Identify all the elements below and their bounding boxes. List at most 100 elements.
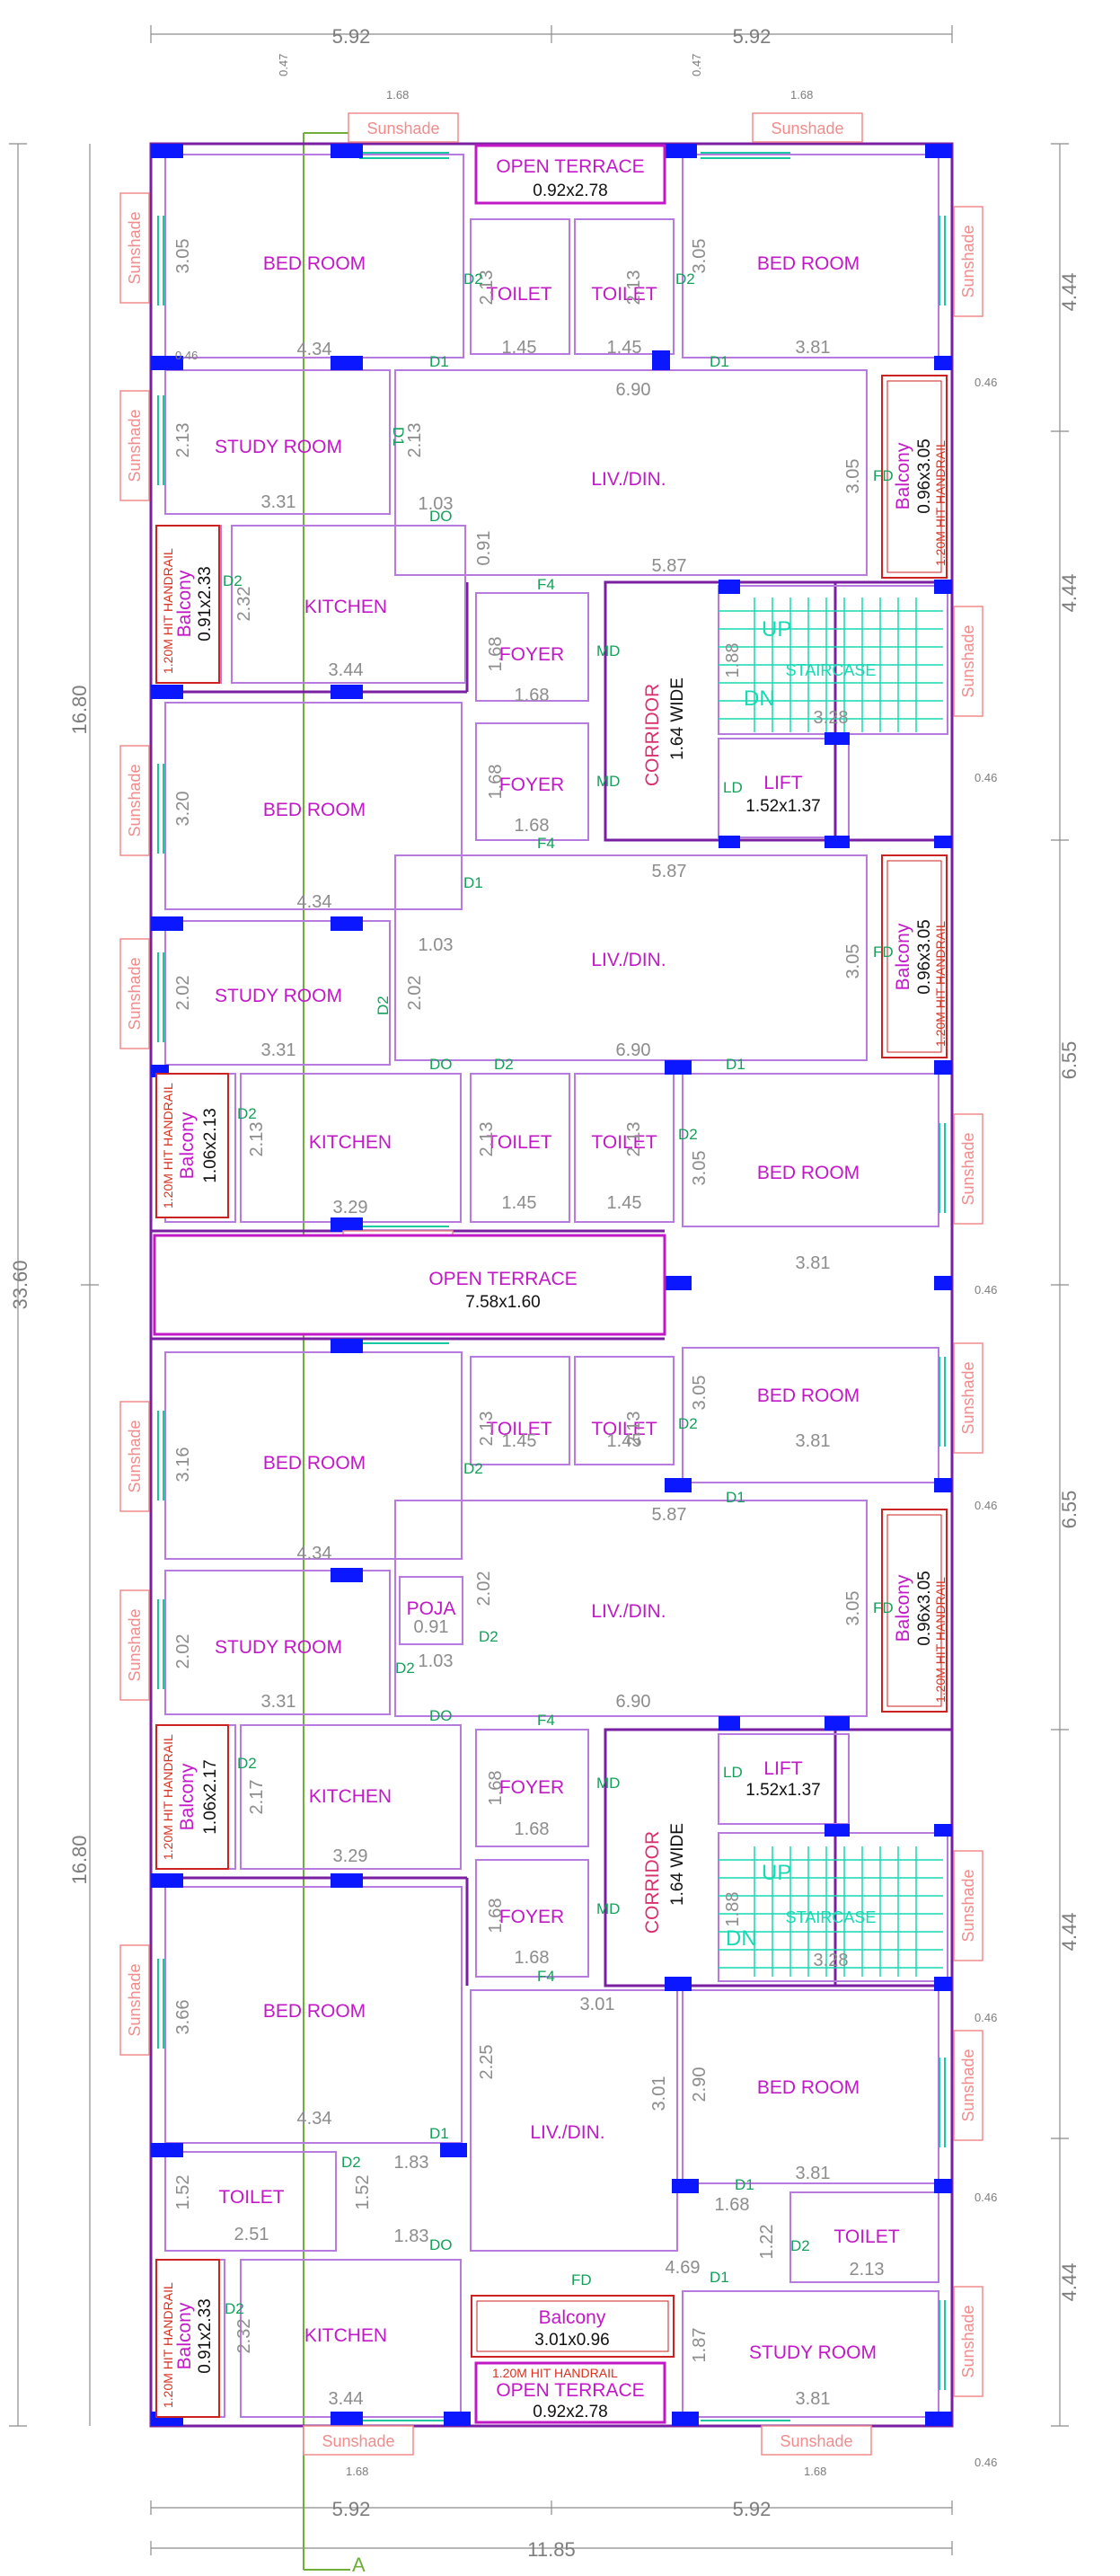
right-dimensions: 4.44 4.44 6.55 6.55 4.44 4.44 [1051,143,1080,2427]
svg-text:D2: D2 [375,996,392,1015]
svg-text:1.20M HIT HANDRAIL: 1.20M HIT HANDRAIL [492,2366,618,2380]
svg-text:LIFT: LIFT [763,773,802,793]
svg-text:3.81: 3.81 [796,338,831,358]
dim-bottom-left: 5.92 [332,2498,371,2520]
svg-text:D2: D2 [223,572,243,589]
pooja-room: POJA [407,1598,456,1619]
dim-right-6: 4.44 [1058,2263,1080,2302]
svg-text:3.05: 3.05 [690,1151,710,1186]
svg-text:3.81: 3.81 [796,2164,831,2183]
svg-text:1.20M HIT HANDRAIL: 1.20M HIT HANDRAIL [933,1577,948,1703]
svg-text:4.34: 4.34 [297,2109,332,2129]
svg-text:2.02: 2.02 [405,976,425,1011]
sunshade-label: Sunshade [126,211,144,284]
svg-text:7.58x1.60: 7.58x1.60 [465,1293,540,1312]
door-tags: D1 D2 D2 D1 D1 DO D2 F4 MD FD LD MD F4 D… [223,270,894,2317]
svg-text:3.81: 3.81 [796,1431,831,1451]
sunshade-label: Sunshade [959,624,977,697]
study-room-1: STUDY ROOM [215,437,342,457]
dim-right-5: 4.44 [1058,1913,1080,1952]
svg-text:6.90: 6.90 [616,1040,651,1060]
dim-right-3: 6.55 [1058,1041,1080,1080]
svg-text:D1: D1 [710,2269,729,2286]
svg-text:FD: FD [873,1599,894,1616]
svg-text:4.34: 4.34 [297,892,332,912]
svg-text:5.87: 5.87 [652,862,687,881]
dim-right-4: 6.55 [1058,1491,1080,1529]
dim-top-right: 5.92 [733,25,772,48]
svg-text:6.90: 6.90 [616,1692,651,1712]
toilet-8: TOILET [833,2226,899,2247]
bottom-dimensions: 5.92 5.92 11.85 [150,2498,953,2561]
open-terrace-top: OPEN TERRACE 0.92x2.78 [474,144,666,205]
svg-text:1.45: 1.45 [502,1431,537,1451]
svg-text:D1: D1 [429,353,449,370]
svg-text:1.20M HIT HANDRAIL: 1.20M HIT HANDRAIL [161,548,175,674]
svg-text:3.44: 3.44 [329,2389,364,2409]
svg-text:OPEN TERRACE: OPEN TERRACE [496,156,644,177]
svg-text:3.44: 3.44 [329,660,364,680]
svg-text:0.92x2.78: 0.92x2.78 [533,181,607,200]
bedroom-8: BED ROOM [757,2077,860,2098]
svg-text:1.88: 1.88 [723,1892,743,1927]
svg-text:3.05: 3.05 [843,459,863,494]
svg-text:2.13: 2.13 [405,423,425,458]
svg-text:2.02: 2.02 [474,1571,494,1607]
sunshade-label: Sunshade [126,1963,144,2036]
svg-text:FD: FD [571,2271,592,2288]
svg-text:LIFT: LIFT [763,1758,802,1779]
svg-text:FD: FD [873,467,894,484]
svg-text:2.13: 2.13 [624,1412,644,1447]
svg-text:D1: D1 [735,2176,754,2193]
svg-text:Balcony: Balcony [177,1111,198,1179]
svg-text:3.28: 3.28 [814,1951,849,1970]
living-1: LIV./DIN. [591,469,666,490]
bedroom-4: BED ROOM [757,1163,860,1183]
svg-text:Balcony: Balcony [177,1763,198,1830]
svg-text:3.05: 3.05 [173,239,193,274]
sunshades: Sunshade Sunshade Sunshade Sunshade Suns… [119,112,983,2456]
svg-text:3.01x0.96: 3.01x0.96 [534,2331,609,2350]
svg-text:1.52: 1.52 [353,2175,373,2210]
svg-text:3.16: 3.16 [173,1447,193,1483]
svg-text:3.01: 3.01 [649,2076,669,2111]
room-dimension-labels: 3.05 4.34 2.13 1.45 2.13 1.45 3.05 3.81 … [173,239,884,2409]
bedroom-6: BED ROOM [263,1453,366,1474]
svg-text:1.64 WIDE: 1.64 WIDE [668,677,687,760]
toilet-7: TOILET [218,2187,284,2208]
svg-text:3.81: 3.81 [796,2389,831,2409]
svg-text:Balcony: Balcony [174,2302,195,2369]
svg-text:MD: MD [596,1775,620,1792]
svg-text:1.68: 1.68 [346,2465,368,2478]
balcony-right-2: Balcony 0.96x3.05 1.20M HIT HANDRAIL [881,854,948,1058]
svg-text:3.81: 3.81 [796,1253,831,1273]
foyer-3: FOYER [499,1777,564,1798]
svg-text:0.91: 0.91 [414,1617,449,1637]
svg-text:Balcony: Balcony [893,1574,913,1642]
svg-text:D2: D2 [341,2154,361,2171]
svg-text:4.34: 4.34 [297,340,332,359]
sunshade-label: Sunshade [780,2432,852,2450]
svg-text:1.20M HIT HANDRAIL: 1.20M HIT HANDRAIL [161,1734,175,1860]
svg-text:0.96x3.05: 0.96x3.05 [915,919,934,994]
svg-text:1.20M HIT HANDRAIL: 1.20M HIT HANDRAIL [161,1083,175,1208]
svg-text:3.01: 3.01 [580,1995,615,2014]
svg-text:DO: DO [429,1056,453,1073]
svg-text:F4: F4 [537,1968,555,1985]
svg-text:CORRIDOR: CORRIDOR [642,1831,663,1934]
svg-text:1.68: 1.68 [486,1899,506,1934]
sunshade-label: Sunshade [126,1420,144,1492]
svg-text:0.92x2.78: 0.92x2.78 [533,2403,607,2421]
svg-text:3.28: 3.28 [814,708,849,728]
study-room-3: STUDY ROOM [215,1637,342,1658]
svg-text:5.87: 5.87 [652,1505,687,1525]
bedroom-7: BED ROOM [263,2001,366,2022]
svg-text:1.68: 1.68 [515,1819,550,1839]
dim-top-left: 5.92 [332,25,371,48]
svg-text:6.90: 6.90 [616,380,651,400]
svg-text:UP: UP [762,1861,791,1885]
core-labels: CORRIDOR 1.64 WIDE LIFT 0.96x3.05 1.52x1… [642,617,876,1951]
foyer-1: FOYER [499,644,564,665]
living-4: LIV./DIN. [530,2122,604,2143]
svg-text:0.47: 0.47 [277,54,290,76]
